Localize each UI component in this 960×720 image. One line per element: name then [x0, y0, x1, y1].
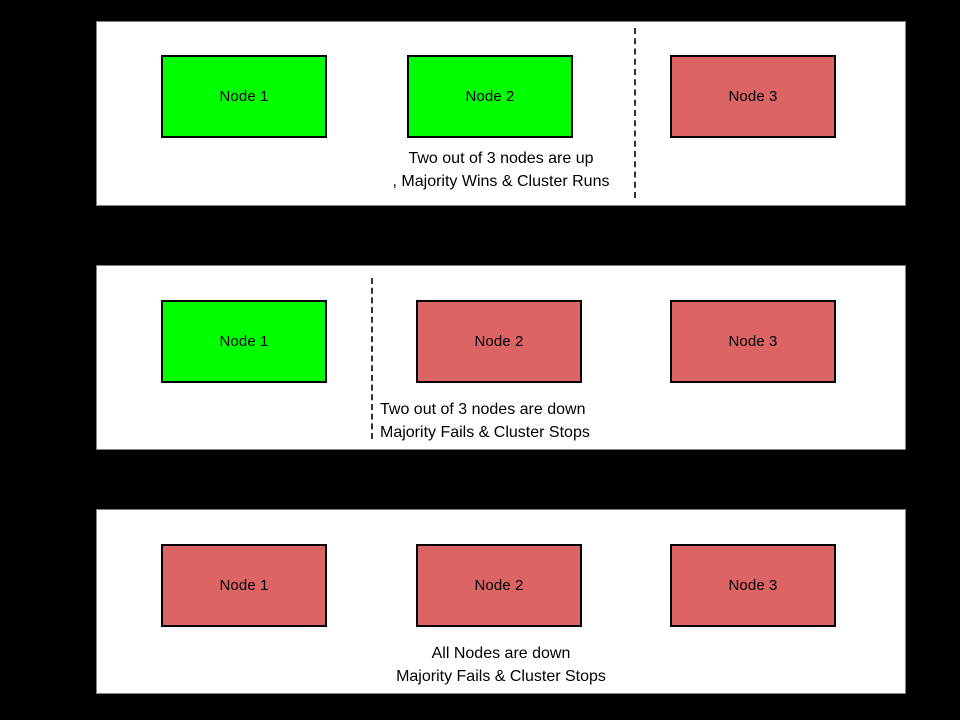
quorum-divider-line	[634, 28, 636, 198]
node-box-p3-node-2[interactable]: Node 2	[416, 544, 582, 627]
caption-line-2: , Majority Wins & Cluster Runs	[392, 173, 610, 190]
caption-line-1: Two out of 3 nodes are up	[408, 150, 594, 167]
panel-caption: Two out of 3 nodes are up , Majority Win…	[97, 147, 905, 193]
panel-caption: Two out of 3 nodes are down Majority Fai…	[380, 398, 590, 444]
node-label: Node 3	[728, 333, 778, 350]
node-label: Node 2	[474, 333, 524, 350]
node-box-p1-node-3[interactable]: Node 3	[670, 55, 836, 138]
node-label: Node 2	[474, 577, 524, 594]
scenario-panel-majority-up: Node 1 Node 2 Node 3 Two out of 3 nodes …	[96, 21, 906, 206]
node-label: Node 1	[219, 88, 269, 105]
scenario-panel-majority-down: Node 1 Node 2 Node 3 Two out of 3 nodes …	[96, 265, 906, 450]
node-box-p1-node-2[interactable]: Node 2	[407, 55, 573, 138]
caption-line-2: Majority Fails & Cluster Stops	[396, 668, 606, 685]
node-box-p2-node-3[interactable]: Node 3	[670, 300, 836, 383]
node-box-p3-node-1[interactable]: Node 1	[161, 544, 327, 627]
node-box-p2-node-1[interactable]: Node 1	[161, 300, 327, 383]
scenario-panel-all-down: Node 1 Node 2 Node 3 All Nodes are down …	[96, 509, 906, 694]
caption-line-1: All Nodes are down	[431, 645, 571, 662]
panel-caption: All Nodes are down Majority Fails & Clus…	[97, 642, 905, 688]
quorum-divider-line	[371, 278, 373, 439]
caption-line-1: Two out of 3 nodes are down	[380, 401, 586, 418]
node-label: Node 2	[465, 88, 515, 105]
node-label: Node 3	[728, 577, 778, 594]
node-label: Node 3	[728, 88, 778, 105]
node-box-p2-node-2[interactable]: Node 2	[416, 300, 582, 383]
node-label: Node 1	[219, 577, 269, 594]
node-box-p1-node-1[interactable]: Node 1	[161, 55, 327, 138]
node-box-p3-node-3[interactable]: Node 3	[670, 544, 836, 627]
caption-line-2: Majority Fails & Cluster Stops	[380, 424, 590, 441]
node-label: Node 1	[219, 333, 269, 350]
